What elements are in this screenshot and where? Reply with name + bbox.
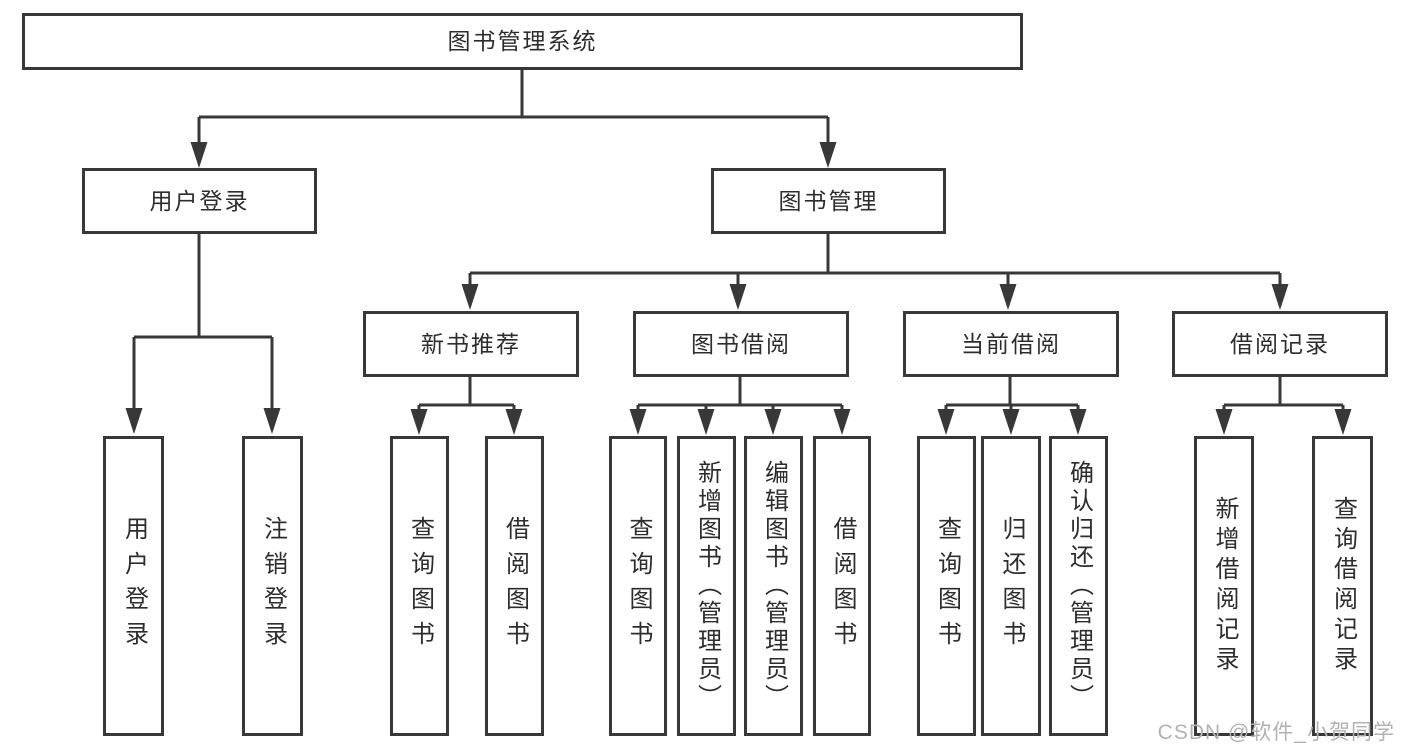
leaf-confirm-return-admin-label: 确认归还（管理员） (1065, 460, 1093, 712)
leaf-add-book-admin: 新增图书（管理员） (677, 436, 736, 736)
node-current-borrow-label: 当前借阅 (961, 330, 1061, 357)
node-book-borrow-label: 图书借阅 (691, 330, 791, 357)
leaf-rec-query-book-label: 查询图书 (406, 516, 434, 656)
leaf-confirm-return-admin: 确认归还（管理员） (1049, 436, 1108, 736)
node-current-borrow: 当前借阅 (903, 311, 1119, 377)
node-book-management-label: 图书管理 (778, 187, 879, 214)
leaf-edit-book-admin: 编辑图书（管理员） (744, 436, 803, 736)
node-library-management-system: 图书管理系统 (22, 13, 1023, 70)
leaf-user-login: 用户登录 (103, 436, 164, 736)
leaf-rec-borrow-book: 借阅图书 (485, 436, 544, 736)
leaf-logout: 注销登录 (242, 436, 303, 736)
leaf-rec-borrow-book-label: 借阅图书 (501, 516, 529, 656)
leaf-user-login-label: 用户登录 (120, 516, 148, 656)
leaf-add-borrow-record: 新增借阅记录 (1194, 436, 1254, 736)
leaf-rec-query-book: 查询图书 (390, 436, 449, 736)
node-user-login: 用户登录 (82, 168, 317, 234)
leaf-return-book: 归还图书 (981, 436, 1041, 736)
leaf-add-book-admin-label: 新增图书（管理员） (693, 460, 721, 712)
node-book-management: 图书管理 (711, 168, 946, 234)
node-book-borrow: 图书借阅 (633, 311, 849, 377)
leaf-add-borrow-record-label: 新增借阅记录 (1211, 496, 1238, 676)
node-borrow-record: 借阅记录 (1172, 311, 1388, 377)
node-library-management-system-label: 图书管理系统 (447, 28, 598, 54)
leaf-logout-label: 注销登录 (259, 516, 287, 656)
leaf-query-borrow-record-label: 查询借阅记录 (1329, 496, 1357, 676)
leaf-edit-book-admin-label: 编辑图书（管理员） (760, 460, 788, 712)
watermark: CSDN @软件_小贺同学 (1157, 721, 1395, 744)
node-user-login-label: 用户登录 (149, 187, 250, 214)
leaf-borrow-book-label: 借阅图书 (829, 516, 856, 656)
node-new-book-recommend-label: 新书推荐 (421, 330, 521, 357)
leaf-borrow-query-book-label: 查询图书 (625, 516, 652, 656)
leaf-return-book-label: 归还图书 (998, 516, 1025, 656)
leaf-borrow-book: 借阅图书 (813, 436, 871, 736)
leaf-borrow-query-book: 查询图书 (609, 436, 667, 736)
leaf-cur-query-book: 查询图书 (917, 436, 976, 736)
leaf-query-borrow-record: 查询借阅记录 (1312, 436, 1373, 736)
leaf-cur-query-book-label: 查询图书 (933, 516, 961, 656)
node-new-book-recommend: 新书推荐 (363, 311, 579, 377)
node-borrow-record-label: 借阅记录 (1230, 330, 1330, 357)
